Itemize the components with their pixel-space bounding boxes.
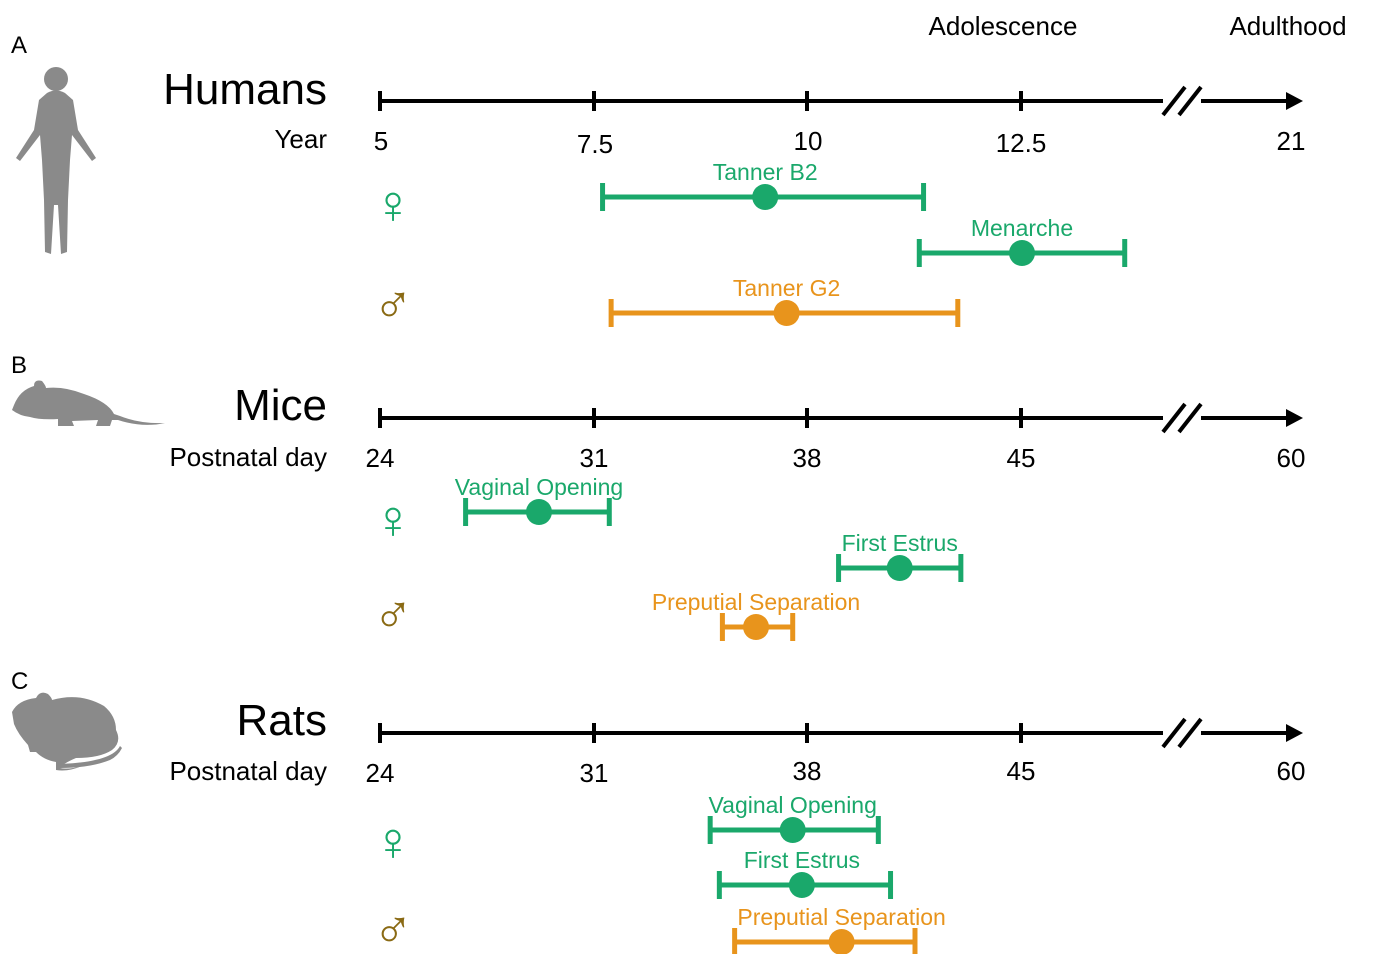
event-label: First Estrus: [744, 847, 860, 873]
tick-label: 38: [793, 756, 822, 786]
tick-label: 31: [580, 758, 609, 788]
event-label: Preputial Separation: [652, 589, 860, 615]
axis-arrowhead: [1286, 409, 1303, 427]
panel-letter: C: [11, 668, 28, 695]
male-symbol: ♂: [373, 585, 414, 645]
event-label: First Estrus: [842, 530, 958, 556]
event-preputial-separation: Preputial Separation: [652, 589, 860, 641]
axis-break-mark: [1177, 402, 1203, 434]
female-symbol: ♀: [373, 812, 414, 872]
axis-unit-label: Year: [274, 124, 327, 154]
tick-label: 5: [374, 126, 388, 156]
tick-label: 60: [1277, 443, 1306, 473]
panel-humans: A Humans Year 5 7.5 10 12.5 21 ♀ ♂ Tanne…: [11, 32, 1305, 335]
tick-label: 24: [366, 443, 395, 473]
mouse-silhouette-icon: [12, 380, 165, 426]
mean-marker: [828, 929, 855, 954]
rat-silhouette-icon: [12, 692, 122, 771]
axis-unit-label: Postnatal day: [169, 442, 327, 472]
event-tanner-g2: Tanner G2: [608, 275, 961, 327]
mean-marker: [779, 817, 806, 843]
event-vaginal-opening: Vaginal Opening: [455, 474, 623, 526]
adulthood-label: Adulthood: [1229, 11, 1346, 41]
event-label: Preputial Separation: [737, 904, 945, 930]
human-silhouette-icon: [16, 67, 96, 254]
axis-arrowhead: [1286, 92, 1303, 110]
axis-break-mark: [1161, 85, 1187, 117]
panel-title: Rats: [237, 696, 327, 745]
mean-marker: [743, 614, 770, 640]
event-label: Tanner B2: [713, 159, 818, 185]
panel-mice: B Mice Postnatal day 24 31 38 45 60 ♀ ♂ …: [11, 352, 1305, 645]
event-first-estrus: First Estrus: [716, 847, 894, 899]
axis-unit-label: Postnatal day: [169, 756, 327, 786]
tick-label: 38: [793, 443, 822, 473]
tick-label: 45: [1007, 756, 1036, 786]
male-symbol: ♂: [373, 900, 414, 954]
tick-label: 24: [366, 758, 395, 788]
tick-label: 31: [580, 443, 609, 473]
timeline-axis: [378, 717, 1303, 749]
adolescence-label: Adolescence: [929, 11, 1078, 41]
female-symbol: ♀: [373, 175, 414, 235]
tick-label: 12.5: [996, 128, 1047, 158]
panel-letter: A: [11, 32, 27, 59]
event-label: Vaginal Opening: [709, 792, 877, 818]
mean-marker: [1009, 240, 1035, 266]
event-first-estrus: First Estrus: [836, 530, 964, 582]
event-tanner-b2: Tanner B2: [600, 159, 927, 211]
mean-marker: [886, 555, 913, 581]
tick-label: 7.5: [577, 129, 613, 159]
axis-break-mark: [1161, 402, 1187, 434]
mean-marker: [525, 499, 552, 525]
tick-label: 60: [1277, 756, 1306, 786]
female-symbol: ♀: [373, 490, 414, 550]
panel-title: Humans: [163, 65, 327, 114]
event-vaginal-opening: Vaginal Opening: [707, 792, 881, 844]
axis-arrowhead: [1286, 724, 1303, 742]
tick-label: 45: [1007, 443, 1036, 473]
tick-label: 10: [794, 126, 823, 156]
panel-letter: B: [11, 352, 27, 379]
axis-break-mark: [1161, 717, 1187, 749]
mean-marker: [752, 184, 779, 210]
event-label: Tanner G2: [733, 275, 840, 301]
event-label: Menarche: [971, 215, 1073, 241]
event-label: Vaginal Opening: [455, 474, 623, 500]
event-preputial-separation: Preputial Separation: [732, 904, 946, 954]
event-menarche: Menarche: [916, 215, 1128, 267]
panel-rats: C Rats Postnatal day 24 31 38 45 60 ♀ ♂ …: [11, 668, 1305, 954]
mean-marker: [788, 872, 815, 898]
mean-marker: [773, 300, 800, 326]
timeline-axis: [378, 402, 1303, 434]
tick-label: 21: [1277, 126, 1306, 156]
panel-title: Mice: [234, 381, 327, 430]
male-symbol: ♂: [373, 275, 414, 335]
axis-break-mark: [1177, 85, 1203, 117]
axis-break-mark: [1177, 717, 1203, 749]
timeline-axis: [378, 85, 1303, 117]
